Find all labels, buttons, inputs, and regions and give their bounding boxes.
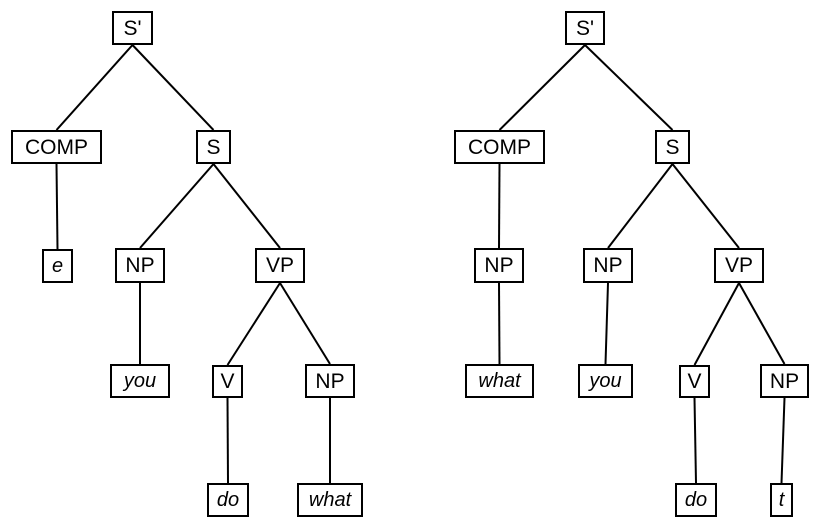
tree-node-r-np0: NP [474,248,524,283]
tree-edge-r-np0-to-r-what [498,282,501,365]
tree-node-r-comp: COMP [454,130,545,164]
tree-edge-l-comp-to-l-e [55,163,59,250]
tree-node-r-vp: VP [714,248,764,283]
tree-edge-r-sbar-to-r-comp [498,44,586,131]
tree-node-r-np2: NP [760,364,809,398]
tree-edge-l-s-to-l-np1 [139,163,215,249]
tree-edge-r-v-to-r-do [693,397,697,484]
tree-node-r-you: you [578,364,633,398]
tree-edge-l-sbar-to-l-comp [55,44,134,131]
tree-node-r-what: what [465,364,534,398]
tree-edge-l-sbar-to-l-s [131,44,215,131]
tree-edge-r-vp-to-r-v [693,282,740,366]
tree-node-l-v: V [212,365,243,398]
tree-node-l-s: S [196,130,231,164]
tree-edge-r-np1-to-r-you [604,282,609,365]
tree-node-l-do: do [207,483,249,517]
tree-node-l-vp: VP [255,248,305,283]
tree-node-l-sbar: S' [112,11,153,45]
tree-node-l-e: e [42,249,73,283]
tree-edge-l-v-to-l-do [226,397,229,484]
tree-edge-r-vp-to-r-np2 [738,282,786,365]
tree-edge-l-vp-to-l-np2 [279,282,331,365]
tree-node-r-s: S [655,130,690,164]
tree-node-l-you: you [110,364,170,398]
tree-edge-r-sbar-to-r-s [584,44,674,131]
tree-edge-r-np2-to-r-t [780,397,786,484]
tree-edge-l-vp-to-l-v [226,282,281,366]
tree-node-l-np2: NP [305,364,355,398]
tree-edge-r-s-to-r-np1 [607,163,674,249]
tree-node-l-np1: NP [115,248,165,283]
tree-node-l-comp: COMP [11,130,102,164]
tree-edge-r-s-to-r-vp [671,163,740,249]
tree-node-r-v: V [679,365,710,398]
tree-node-r-sbar: S' [565,11,605,45]
tree-node-l-what: what [297,483,363,517]
tree-edge-l-s-to-l-vp [212,163,281,249]
tree-edge-r-comp-to-r-np0 [498,163,501,249]
tree-node-r-do: do [675,483,717,517]
tree-node-r-np1: NP [583,248,633,283]
tree-node-r-t: t [770,483,793,517]
